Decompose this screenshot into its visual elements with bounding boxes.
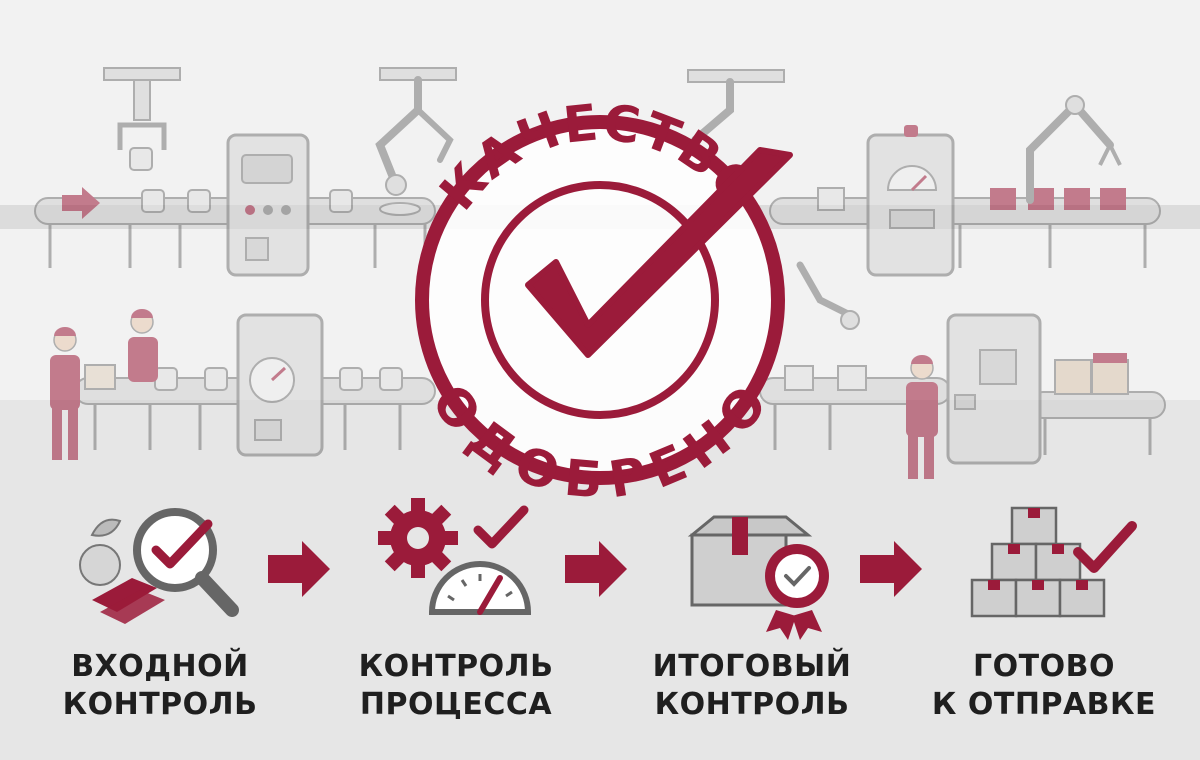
gripper-top-left: [103, 67, 181, 171]
box-stack-check-icon: [970, 506, 1137, 618]
magnifier-check-icon: [79, 508, 239, 624]
gear-gauge-check-icon: [378, 498, 532, 615]
machine-top-left: [226, 133, 310, 277]
worker-left-2: [128, 309, 158, 382]
box-badge-icon: [687, 515, 829, 640]
factory-scene: [34, 67, 1166, 479]
conveyor-bottom-right: [759, 353, 1166, 455]
robot-arm-top-right: [1026, 95, 1122, 204]
arrow-right-icon: [268, 541, 330, 597]
machine-bottom-left: [236, 313, 324, 457]
worker-right: [906, 355, 938, 479]
worker-left-1: [50, 327, 116, 460]
check-mark-icon: [525, 147, 793, 358]
arrow-right-icon: [565, 541, 627, 597]
machine-bottom-right: [946, 313, 1042, 465]
arrow-right-icon: [860, 541, 922, 597]
robot-arm-center-right: [687, 69, 860, 330]
stamp-inner-ring: [481, 181, 719, 419]
stage-label-final-control: ИТОГОВЫЙ КОНТРОЛЬ: [652, 649, 852, 722]
stamp-outer-ring: [415, 115, 785, 485]
robot-arm-top-center: [375, 67, 457, 196]
machine-top-right: [866, 125, 955, 277]
stage-label-ready-to-ship: ГОТОВО К ОТПРАВКЕ: [931, 649, 1157, 722]
stage-label-process-control: КОНТРОЛЬ ПРОЦЕССА: [358, 649, 554, 722]
stage-label-incoming-control: ВХОДНОЙ КОНТРОЛЬ: [62, 649, 258, 722]
